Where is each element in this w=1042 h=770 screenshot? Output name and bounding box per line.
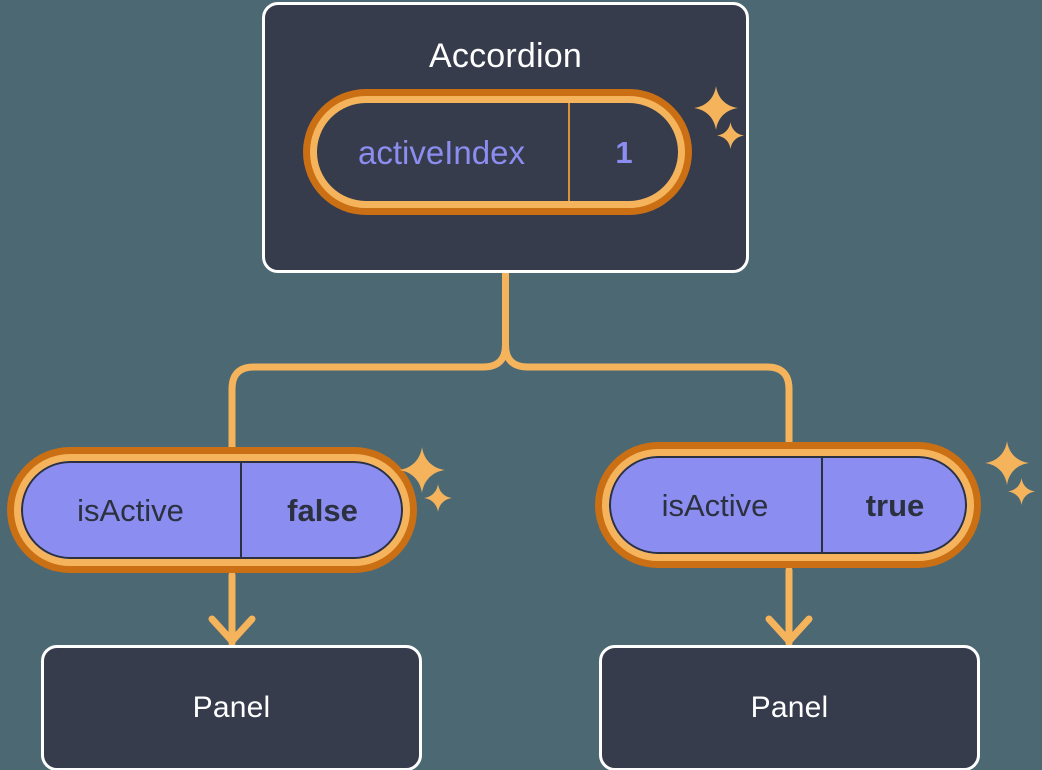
arrowhead-right	[765, 615, 813, 645]
state-pill-key: activeIndex	[317, 103, 570, 201]
state-pill-value: 1	[615, 134, 633, 170]
arrowhead-left	[208, 615, 256, 645]
state-pill-value: false	[287, 492, 358, 528]
state-pill-is-active-right[interactable]: isActive true	[602, 449, 974, 561]
state-pill-key: isActive	[21, 461, 242, 559]
panel-right-title: Panel	[750, 691, 829, 724]
sparkle-icon	[424, 484, 452, 512]
connector-branch-right	[502, 341, 793, 454]
sparkle-icon	[1008, 478, 1035, 505]
state-pill-active-index[interactable]: activeIndex 1	[310, 96, 685, 208]
connector-branch-left	[228, 341, 509, 459]
state-pill-is-active-left[interactable]: isActive false	[14, 454, 410, 566]
state-pill-body[interactable]: isActive false	[14, 454, 410, 566]
panel-left-title: Panel	[192, 691, 271, 724]
state-pill-body[interactable]: activeIndex 1	[310, 96, 685, 208]
sparkle-icon	[985, 441, 1029, 485]
component-node-panel-right[interactable]: Panel	[599, 645, 980, 770]
state-pill-key: isActive	[609, 456, 823, 554]
state-pill-value: true	[865, 487, 925, 523]
accordion-title: Accordion	[429, 37, 582, 75]
state-pill-body[interactable]: isActive true	[602, 449, 974, 561]
component-node-panel-left[interactable]: Panel	[41, 645, 422, 770]
